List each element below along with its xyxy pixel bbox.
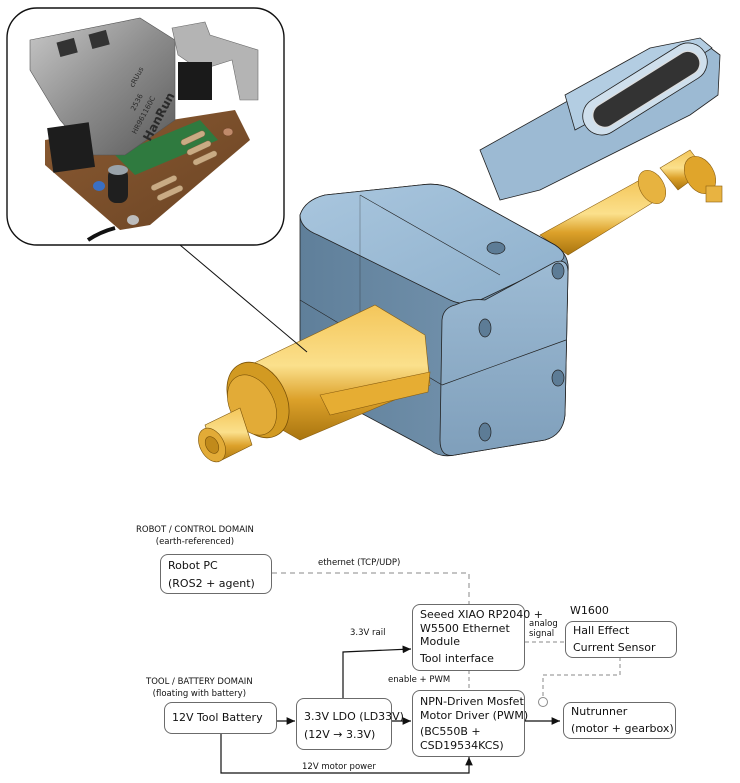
driver-line-1: NPN-Driven Mosfet [420,695,524,708]
robot-domain-subtitle: (earth-referenced) [155,537,235,547]
diagram-connectors [220,572,621,774]
robot-pc-line-1: Robot PC [168,559,218,572]
sensor-line-1: Hall Effect [573,624,630,637]
sensor-line-2: Current Sensor [573,641,656,654]
nutrunner-line-1: Nutrunner [571,705,628,718]
robot-pc-block: Robot PC (ROS2 + agent) [160,554,272,594]
analog-label: analog signal [529,619,558,639]
xiao-line-2: W5500 Ethernet [420,621,510,635]
ldo-line-2: (12V → 3.3V) [304,728,376,741]
battery-line-1: 12V Tool Battery [172,711,263,724]
driver-line-4: CSD19534KCS) [420,739,504,752]
analog-label-line-1: analog [529,619,558,629]
driver-line-3: (BC550B + [420,725,481,738]
driver-line-2: Motor Driver (PWM) [420,709,529,722]
motor-power-label: 12V motor power [302,762,376,772]
ethernet-link [272,572,470,605]
motor-power-link [220,733,473,774]
robot-domain-label: ROBOT / CONTROL DOMAIN (earth-referenced… [136,524,254,548]
robot-domain-title: ROBOT / CONTROL DOMAIN [136,525,254,535]
sensor-tap-link [542,657,621,697]
front-shaft [198,304,431,463]
analog-label-line-2: signal [529,629,555,639]
driver-block: NPN-Driven Mosfet Motor Driver (PWM) (BC… [412,690,529,757]
tool-domain-label: TOOL / BATTERY DOMAIN (floating with bat… [146,676,253,700]
rail-link [342,645,412,698]
sensor-block: Hall Effect Current Sensor [565,621,677,658]
nutrunner-line-2: (motor + gearbox) [571,722,674,735]
hardware-figure: HanRun HR961160C 2536 cRUus [6,7,723,463]
sensor-tap-node [538,697,548,707]
ldo-line-1: 3.3V LDO (LD33V) [304,710,404,723]
rear-shaft [539,149,723,256]
enable-pwm-label: enable + PWM [388,675,451,685]
xiao-line-4: Tool interface [420,651,494,665]
rail-label: 3.3V rail [350,628,386,638]
battery-block: 12V Tool Battery [164,702,277,734]
callout-line [179,244,308,353]
extension-arm [479,37,721,201]
block-diagram: ROBOT / CONTROL DOMAIN (earth-referenced… [0,490,740,783]
tool-domain-title: TOOL / BATTERY DOMAIN [146,677,253,687]
tool-domain-subtitle: (floating with battery) [152,689,247,699]
xiao-block: Seeed XIAO RP2040 + W5500 Ethernet Modul… [412,604,544,671]
ethernet-label: ethernet (TCP/UDP) [318,558,401,568]
nutrunner-block: Nutrunner (motor + gearbox) [563,702,676,739]
xiao-line-3: Module [420,635,460,648]
sensor-header: W1600 [570,604,609,617]
pcb-photo-inset: HanRun HR961160C 2536 cRUus [6,7,285,246]
xiao-line-1: Seeed XIAO RP2040 + [420,608,544,621]
robot-pc-line-2: (ROS2 + agent) [168,577,255,590]
ldo-block: 3.3V LDO (LD33V) (12V → 3.3V) [296,698,404,750]
